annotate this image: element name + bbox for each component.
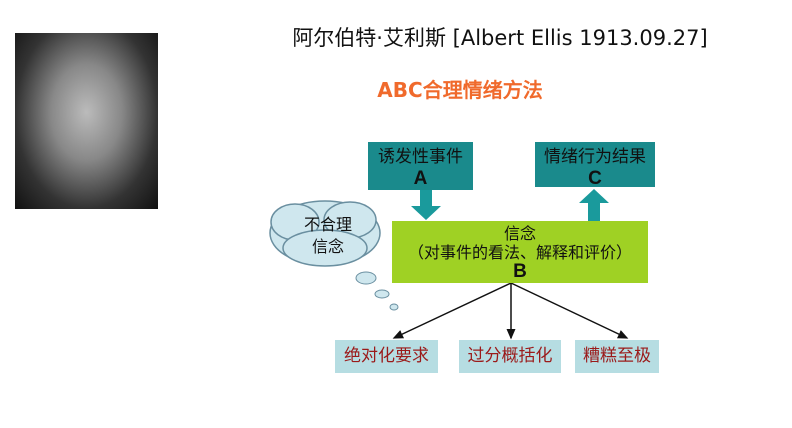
activating-event-box: 诱发性事件 A bbox=[368, 142, 473, 190]
slide-subtitle: ABC合理情绪方法 bbox=[377, 78, 543, 102]
cloud-line-2: 信念 bbox=[311, 237, 344, 256]
branch-arrows bbox=[392, 282, 629, 340]
irrational-belief-cloud: 不合理 信念 bbox=[284, 214, 372, 258]
cloud-shape bbox=[269, 200, 381, 267]
thought-bubble-2 bbox=[374, 289, 390, 299]
box-a-label: 诱发性事件 bbox=[378, 147, 463, 167]
slide-title: 阿尔伯特·艾利斯 [Albert Ellis 1913.09.27] bbox=[292, 26, 708, 50]
albert-ellis-portrait bbox=[15, 33, 158, 209]
box-c-letter: C bbox=[588, 168, 602, 189]
box-b-label: 信念 bbox=[503, 224, 536, 243]
leaf-catastrophizing: 糟糕至极 bbox=[575, 340, 659, 373]
arrow-a-to-b bbox=[411, 190, 441, 220]
box-b-description: （对事件的看法、解释和评价） bbox=[407, 243, 632, 262]
box-a-letter: A bbox=[413, 168, 428, 189]
leaf-absolute-demands: 绝对化要求 bbox=[335, 340, 438, 373]
arrow-b-to-c bbox=[579, 189, 609, 221]
thought-bubble-1 bbox=[355, 271, 377, 285]
cloud-line-1: 不合理 bbox=[303, 215, 352, 234]
box-b-letter: B bbox=[513, 261, 527, 282]
thought-bubble-3 bbox=[389, 303, 399, 311]
belief-box: 信念 （对事件的看法、解释和评价） B bbox=[392, 221, 648, 283]
leaf-overgeneralization: 过分概括化 bbox=[459, 340, 561, 373]
box-c-label: 情绪行为结果 bbox=[544, 147, 646, 167]
consequence-box: 情绪行为结果 C bbox=[535, 142, 655, 189]
